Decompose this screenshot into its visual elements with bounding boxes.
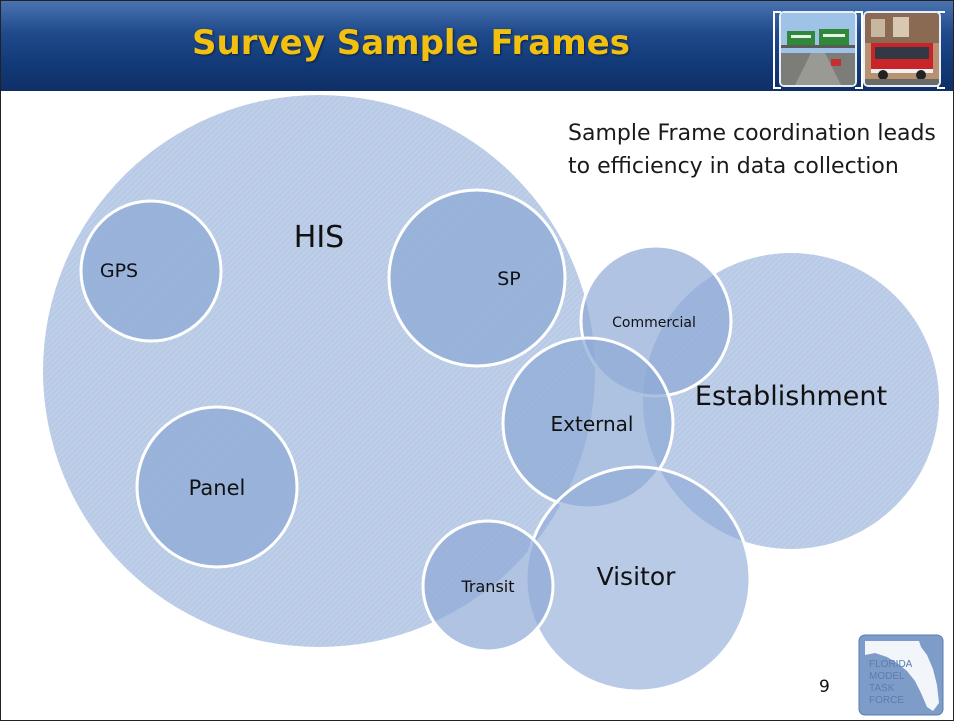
svg-text:FORCE: FORCE (869, 695, 904, 706)
gps-circle (79, 199, 223, 343)
bus-photo-icon (863, 11, 941, 87)
photo-bracket-left (773, 11, 781, 89)
transit-circle (421, 519, 555, 653)
transit-label: Transit (461, 577, 515, 596)
panel-circle (135, 405, 299, 569)
sp-label: SP (497, 268, 521, 290)
visitor-label: Visitor (597, 562, 677, 591)
slide-title: Survey Sample Frames (192, 23, 630, 63)
svg-text:TASK: TASK (869, 683, 895, 694)
highway-photo-icon (779, 11, 857, 87)
coordination-note: Sample Frame coordination leads to effic… (568, 121, 936, 179)
commercial-label: Commercial (612, 315, 696, 331)
establishment-label: Establishment (695, 381, 887, 412)
svg-text:MODEL: MODEL (869, 671, 905, 682)
photo-bracket-mid (855, 11, 863, 89)
his-label: HIS (294, 220, 344, 255)
page-number: 9 (819, 677, 830, 697)
panel-label: Panel (189, 476, 246, 500)
florida-model-task-force-logo: FLORIDA MODEL TASK FORCE (857, 633, 945, 717)
title-bar: Survey Sample Frames (1, 1, 953, 91)
gps-label: GPS (100, 260, 138, 282)
external-label: External (551, 412, 634, 436)
sp-circle (387, 188, 567, 368)
svg-text:FLORIDA: FLORIDA (869, 659, 913, 670)
